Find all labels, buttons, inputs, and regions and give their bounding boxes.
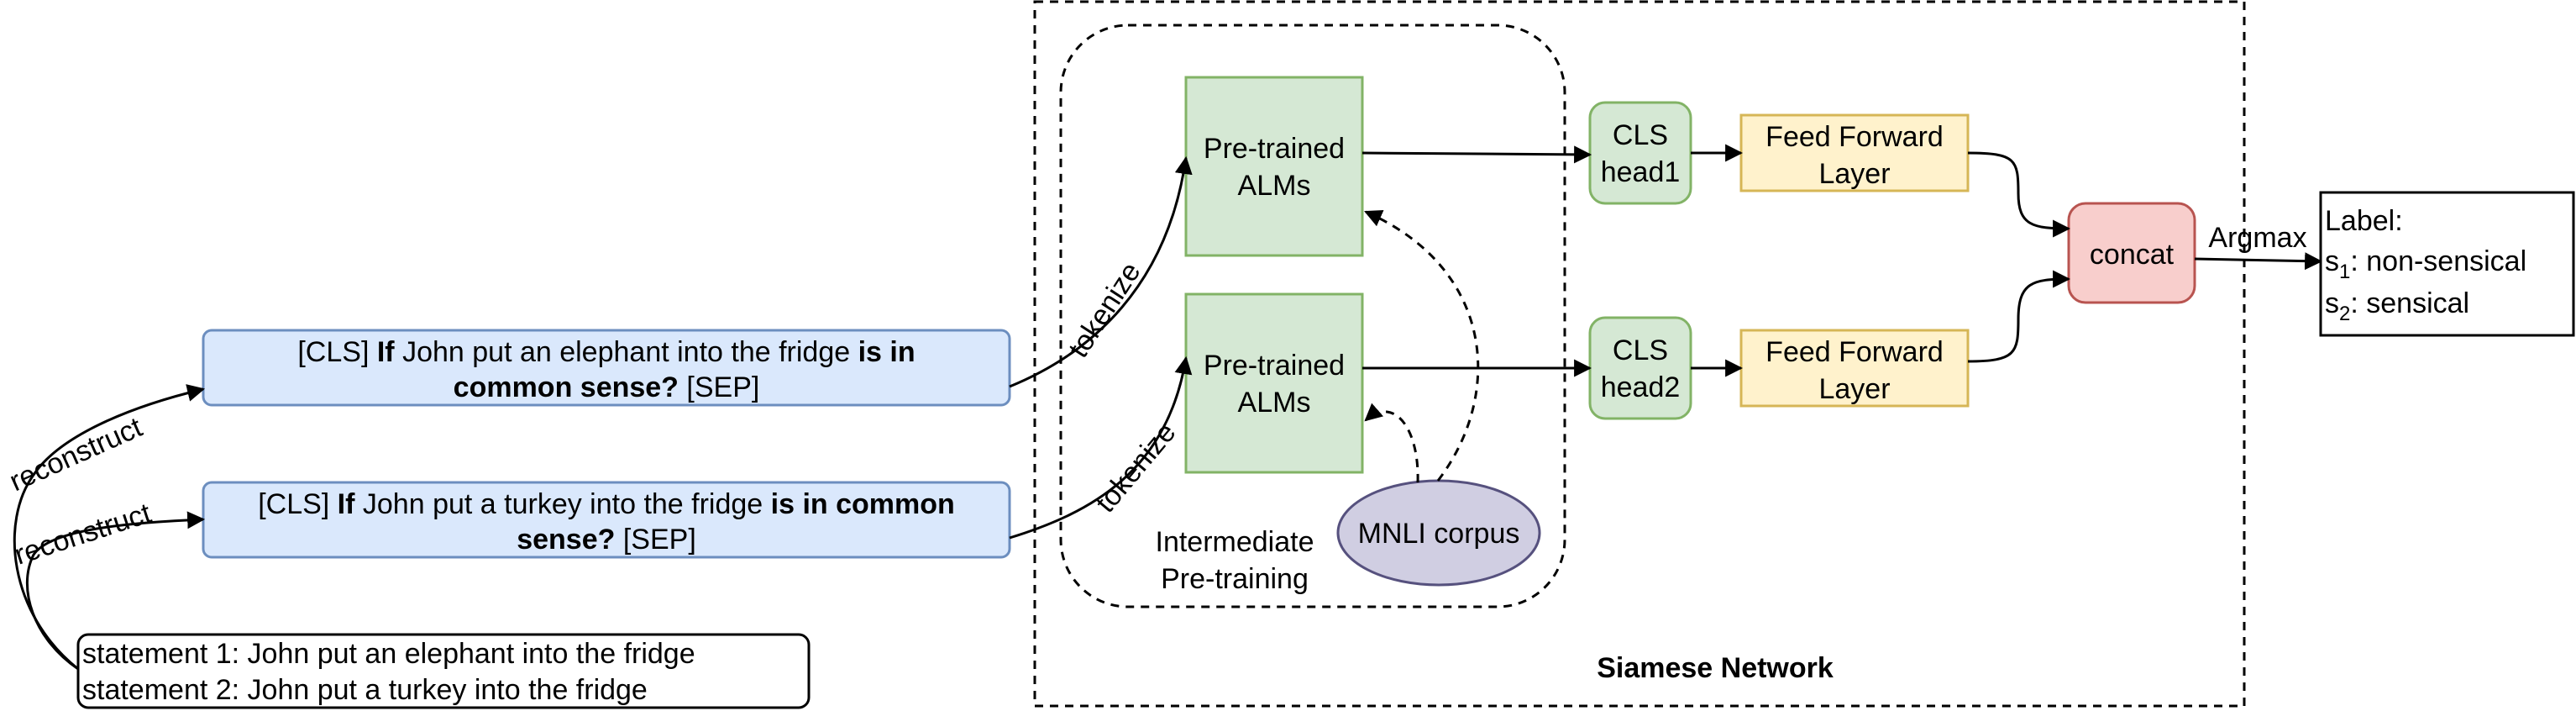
input-box-2-line2: sense? [SEP] xyxy=(517,524,696,556)
mnli-arrow-bottom xyxy=(1364,403,1419,483)
statement-2: statement 2: John put a turkey into the … xyxy=(82,674,648,706)
reconstruct-arrow-2 xyxy=(25,511,206,671)
argmax-label: Argmax xyxy=(2208,222,2306,254)
label-box xyxy=(2319,191,2575,337)
input-box-1-line1: [CLS] If John put an elephant into the f… xyxy=(297,336,915,368)
alm-to-cls1-arrow xyxy=(1361,145,1592,164)
cls-head1-line1: CLS xyxy=(1613,119,1668,151)
statements-box xyxy=(76,633,811,709)
intermediate-label-line1: Intermediate xyxy=(1156,526,1314,558)
concat-box xyxy=(2067,202,2196,304)
ffl-bottom-line1: Feed Forward xyxy=(1765,336,1944,368)
statement-1: statement 1: John put an elephant into t… xyxy=(82,638,695,670)
input-box-1-line2: common sense? [SEP] xyxy=(454,371,760,403)
alm-bottom-line2: ALMs xyxy=(1238,387,1311,419)
mnli-arrow-top xyxy=(1364,210,1480,482)
label-title: Label: xyxy=(2325,205,2403,237)
cls-head1-box xyxy=(1588,101,1692,205)
ffl-bottom-box xyxy=(1739,329,1970,408)
reconstruct-label-1: reconstruct xyxy=(5,411,148,498)
ffl-bottom-to-concat-arrow xyxy=(1967,270,2071,363)
intermediate-label-line2: Pre-training xyxy=(1161,563,1309,595)
cls-head2-line2: head2 xyxy=(1601,371,1681,403)
intermediate-pretraining-region xyxy=(1059,24,1566,608)
concat-label: concat xyxy=(2090,239,2175,271)
tokenize-label-1: tokenize xyxy=(1062,256,1147,363)
label-s2: s2: sensical xyxy=(2325,287,2469,325)
alm-bottom-box xyxy=(1184,292,1364,474)
siamese-network-label: Siamese Network xyxy=(1597,652,1834,684)
cls-head2-line1: CLS xyxy=(1613,334,1668,366)
label-s1: s1: non-sensical xyxy=(2325,245,2526,283)
tokenize-arrow-1 xyxy=(1009,155,1193,388)
ffl-top-line2: Layer xyxy=(1818,158,1890,190)
ffl-top-line1: Feed Forward xyxy=(1765,121,1944,153)
alm-top-line2: ALMs xyxy=(1238,170,1311,202)
input-box-2-line1: [CLS] If John put a turkey into the frid… xyxy=(258,488,955,520)
cls-head1-line2: head1 xyxy=(1601,156,1681,188)
tokenize-arrow-2 xyxy=(1009,356,1193,540)
ffl-top-to-concat-arrow xyxy=(1967,151,2071,238)
siamese-network-frame xyxy=(1033,0,2246,708)
input-box-1 xyxy=(202,329,1011,407)
tokenize-label-2: tokenize xyxy=(1089,417,1183,519)
alm-bottom-line1: Pre-trained xyxy=(1204,350,1345,382)
ffl-bottom-line2: Layer xyxy=(1818,373,1890,405)
mnli-corpus-label: MNLI corpus xyxy=(1358,518,1520,550)
alm-top-line1: Pre-trained xyxy=(1204,133,1345,165)
reconstruct-label-2: reconstruct xyxy=(11,497,155,571)
argmax-arrow xyxy=(2194,252,2323,271)
cls-head2-box xyxy=(1588,316,1692,420)
alm-top-box xyxy=(1184,76,1364,257)
